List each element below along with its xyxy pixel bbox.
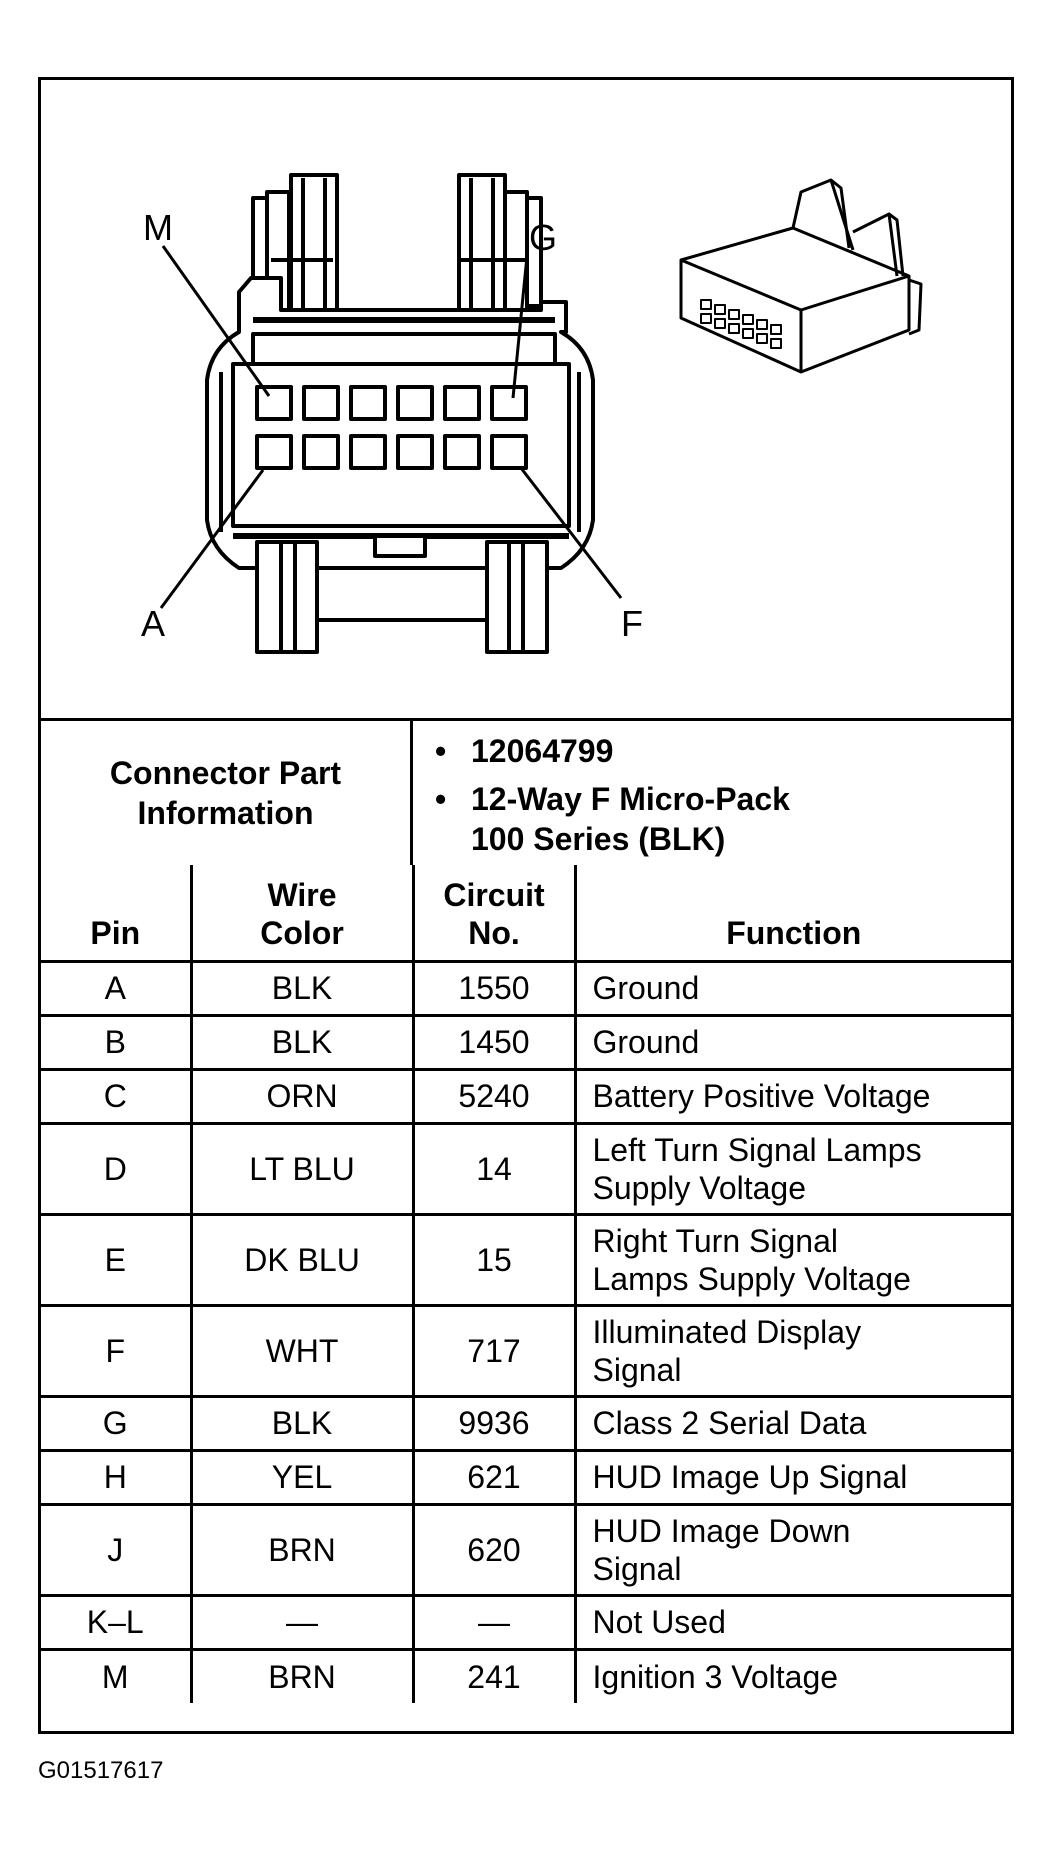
function-line2: Signal (592, 1351, 682, 1388)
connector-3d-view-icon (679, 178, 923, 374)
function-line1: Battery Positive Voltage (592, 1078, 931, 1114)
connector-type: 12-Way F Micro-Pack (435, 779, 1011, 819)
cell-pin: C (41, 1067, 193, 1125)
cell-wire-color: BLK (189, 1013, 415, 1071)
cell-circuit-no: 241 (411, 1647, 577, 1703)
cell-pin: K–L (41, 1593, 193, 1651)
function-line1: Not Used (592, 1604, 726, 1640)
cell-pin: E (41, 1212, 193, 1307)
cell-function: HUD Image Up Signal (573, 1448, 1011, 1506)
cell-circuit-no: 15 (411, 1212, 577, 1307)
cell-function: Ignition 3 Voltage (573, 1647, 1011, 1703)
cavity-row-bottom (255, 434, 528, 470)
cell-pin: B (41, 1013, 193, 1071)
pinout-header-row: Pin Wire Color Circuit No. Function (41, 865, 1011, 963)
function-line2: Signal (592, 1550, 682, 1587)
header-wire-color: Wire Color (189, 865, 415, 963)
function-line1: Right Turn Signal (592, 1222, 838, 1259)
part-info-values: 12064799 12-Way F Micro-Pack 100 Series … (413, 721, 1011, 865)
header-circuit-no: Circuit No. (411, 865, 577, 963)
cell-pin: D (41, 1121, 193, 1216)
cell-function: Battery Positive Voltage (573, 1067, 1011, 1125)
connector-series: 100 Series (BLK) (471, 821, 726, 857)
header-pin: Pin (41, 865, 193, 963)
cell-wire-color: YEL (189, 1448, 415, 1506)
part-info-label: Connector Part Information (41, 721, 413, 865)
cell-wire-color: LT BLU (189, 1121, 415, 1216)
callout-label-f: F (621, 603, 643, 644)
callout-label-a: A (141, 603, 165, 644)
cell-circuit-no: 9936 (411, 1394, 577, 1452)
cavity-row-top (255, 385, 528, 421)
function-line1: Ignition 3 Voltage (592, 1658, 839, 1695)
callout-leader-lines (159, 245, 623, 609)
cell-wire-color: BLK (189, 959, 415, 1017)
function-line1: HUD Image Down (592, 1512, 851, 1549)
cell-function: Not Used (573, 1593, 1011, 1651)
callout-label-g: G (529, 217, 557, 258)
figure-id: G01517617 (38, 1757, 164, 1784)
cell-circuit-no: 1550 (411, 959, 577, 1017)
connector-part-information: Connector Part Information 12064799 12-W… (41, 718, 1011, 865)
cell-pin: F (41, 1303, 193, 1398)
function-line1: Class 2 Serial Data (592, 1405, 867, 1441)
cell-wire-color: BLK (189, 1394, 415, 1452)
part-info-label-line2: Information (137, 795, 314, 831)
cell-wire-color: WHT (189, 1303, 415, 1398)
cell-function: Class 2 Serial Data (573, 1394, 1011, 1452)
cell-wire-color: BRN (189, 1647, 415, 1703)
cell-circuit-no: — (411, 1593, 577, 1651)
table-row: K–L——Not Used (41, 1593, 1011, 1651)
connector-housing (205, 276, 595, 654)
cell-circuit-no: 5240 (411, 1067, 577, 1125)
cell-pin: G (41, 1394, 193, 1452)
cell-wire-color: DK BLU (189, 1212, 415, 1307)
cell-wire-color: BRN (189, 1502, 415, 1597)
function-line1: HUD Image Up Signal (592, 1459, 908, 1495)
callout-label-m: M (143, 207, 173, 248)
function-line1: Illuminated Display (592, 1313, 862, 1350)
cell-function: Ground (573, 1013, 1011, 1071)
cell-pin: H (41, 1448, 193, 1506)
cell-circuit-no: 717 (411, 1303, 577, 1398)
cell-pin: J (41, 1502, 193, 1597)
function-line1: Left Turn Signal Lamps (592, 1131, 922, 1168)
cell-wire-color: — (189, 1593, 415, 1651)
cell-wire-color: ORN (189, 1067, 415, 1125)
part-number: 12064799 (435, 731, 1011, 771)
function-line1: Ground (592, 970, 700, 1006)
function-line2: Supply Voltage (592, 1169, 807, 1206)
cell-circuit-no: 621 (411, 1448, 577, 1506)
part-info-label-line1: Connector Part (109, 755, 342, 791)
cell-pin: A (41, 959, 193, 1017)
cell-circuit-no: 14 (411, 1121, 577, 1216)
cell-circuit-no: 1450 (411, 1013, 577, 1071)
connector-diagram-frame: M G A F Connector Part Information 12064… (38, 77, 1014, 1734)
function-line1: Ground (592, 1024, 700, 1060)
cell-function: Ground (573, 959, 1011, 1017)
cell-pin: M (41, 1647, 193, 1703)
cell-circuit-no: 620 (411, 1502, 577, 1597)
header-function: Function (573, 865, 1011, 963)
connector-face-diagram: M G A F (141, 173, 923, 654)
function-line2: Lamps Supply Voltage (592, 1260, 911, 1297)
